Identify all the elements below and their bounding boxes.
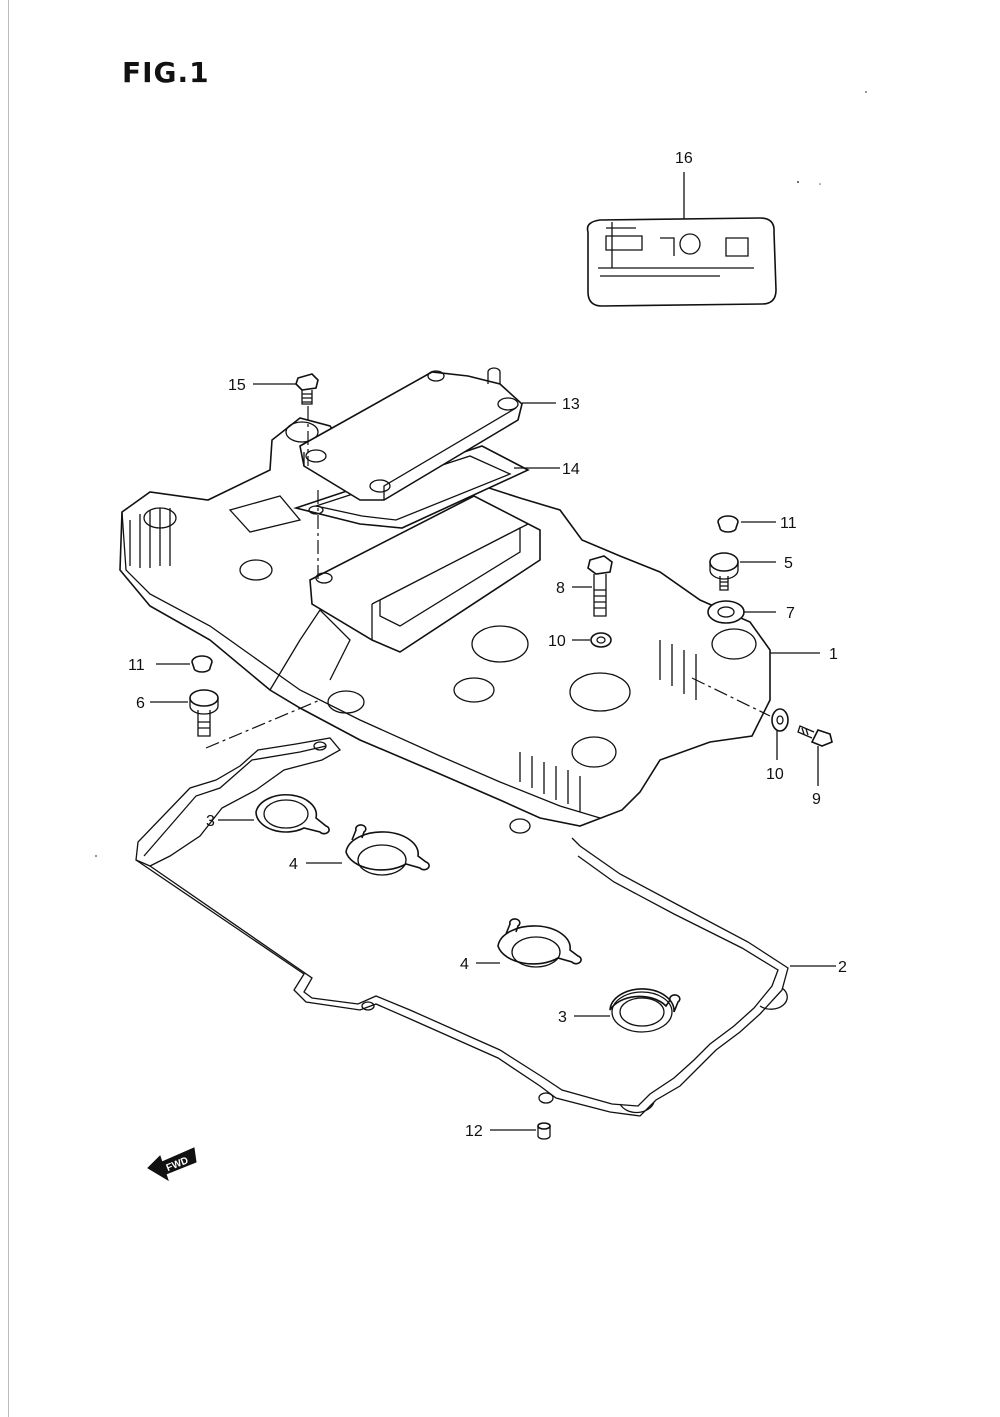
forward-direction-arrow: FWD (147, 1147, 197, 1182)
callout-8: 8 (556, 580, 565, 597)
callout-11-left: 11 (128, 657, 145, 674)
washer-10-right (771, 708, 789, 732)
callout-12: 12 (465, 1123, 483, 1140)
callout-2: 2 (838, 959, 847, 976)
callout-10-right: 10 (766, 766, 784, 783)
gasket-set-bag (586, 217, 777, 307)
head-cover-gasket (135, 737, 789, 1117)
callout-11-right: 11 (780, 515, 797, 532)
dowel-pin (537, 1122, 551, 1140)
plug-gasket-3-upper (255, 794, 330, 835)
cap-right (717, 515, 739, 533)
callout-7: 7 (786, 605, 795, 622)
breather-housing (309, 495, 541, 653)
callout-3-lower: 3 (558, 1009, 567, 1026)
callout-14: 14 (562, 461, 580, 478)
grommet-7 (707, 600, 745, 624)
figure-title: FIG.1 (122, 56, 210, 89)
breather-cover-screw (295, 373, 319, 405)
callout-16: 16 (675, 150, 693, 167)
cover-bolt-5 (709, 552, 739, 591)
callout-13: 13 (562, 396, 580, 413)
plug-gasket-4-lower (497, 918, 582, 968)
callout-15: 15 (228, 377, 246, 394)
washer-10-center (590, 632, 612, 648)
callout-10-center: 10 (548, 633, 566, 650)
bolt-9 (797, 725, 833, 747)
callout-4-upper: 4 (289, 856, 298, 873)
screw-axis-line (307, 406, 319, 580)
callout-4-lower: 4 (460, 956, 469, 973)
washer-axis-line (691, 677, 771, 717)
scan-specks (95, 91, 867, 857)
bolt-6-axis-line (205, 699, 321, 749)
callout-5: 5 (784, 555, 793, 572)
cap-left (191, 655, 213, 673)
fwd-label: FWD (165, 1155, 190, 1174)
long-bolt-8 (587, 555, 613, 617)
callout-3-upper: 3 (206, 813, 215, 830)
callout-9: 9 (812, 791, 821, 808)
callout-6: 6 (136, 695, 145, 712)
page-edge-rule (8, 0, 9, 1417)
callout-1: 1 (829, 646, 838, 663)
plug-gasket-4-upper (345, 824, 430, 876)
breather-cover (299, 367, 523, 501)
cover-bolt-6 (189, 689, 219, 737)
plug-gasket-3-lower (609, 988, 681, 1033)
